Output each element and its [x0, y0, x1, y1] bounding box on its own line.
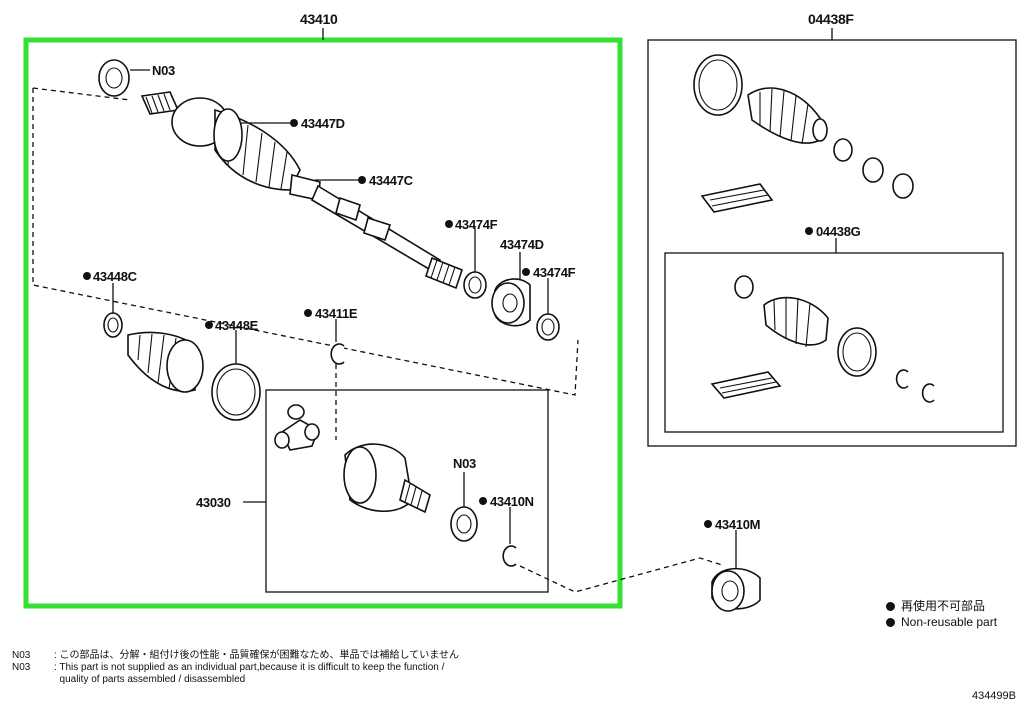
clamp-43448e[interactable] — [211, 363, 261, 421]
ring-43474f-a[interactable] — [463, 271, 487, 299]
ring-43474f-b[interactable] — [536, 313, 560, 341]
snap-ring-43411e[interactable] — [330, 343, 345, 365]
label-43474d[interactable]: 43474D — [500, 237, 544, 252]
seal-n03-top[interactable] — [98, 59, 130, 97]
kit-g-snap-ring-a[interactable] — [895, 369, 909, 389]
damper-43474d[interactable] — [491, 278, 531, 327]
inner-cv-housing[interactable] — [343, 443, 431, 514]
kit-f-clamp-small[interactable] — [833, 138, 853, 162]
tripod[interactable] — [274, 404, 320, 451]
legend: 再使用不可部品 Non-reusable part — [886, 598, 997, 630]
label-43030[interactable]: 43030 — [196, 495, 231, 510]
kit-g-grease-pack[interactable] — [710, 371, 782, 399]
legend-item-jp: 再使用不可部品 — [886, 598, 997, 614]
label-43474f-b[interactable]: 43474F — [533, 265, 576, 280]
label-43447c[interactable]: 43447C — [369, 173, 414, 188]
dashed-envelope — [32, 88, 579, 396]
kit-g-clamp-large[interactable] — [837, 327, 877, 377]
bearing-43410m[interactable] — [711, 567, 761, 612]
label-04438g[interactable]: 04438G — [816, 224, 861, 239]
kit-f-grease-pack[interactable] — [700, 183, 774, 213]
dashed-envelope-top — [32, 87, 131, 101]
boot-inner[interactable] — [127, 331, 204, 393]
kit-g-clamp-small[interactable] — [734, 275, 754, 299]
label-43410m[interactable]: 43410M — [715, 517, 760, 532]
label-04438f[interactable]: 04438F — [808, 11, 855, 27]
footnote-row: N03: This part is not supplied as an ind… — [12, 662, 445, 673]
footnote-row: quality of parts assembled / disassemble… — [54, 674, 246, 685]
label-n03-inner[interactable]: N03 — [453, 456, 476, 471]
label-43410n[interactable]: 43410N — [490, 494, 534, 509]
kit-f-ring-a[interactable] — [862, 157, 884, 183]
legend-item-en: Non-reusable part — [886, 614, 997, 630]
document-id: 434499B — [971, 690, 1016, 702]
label-43448c[interactable]: 43448C — [93, 269, 138, 284]
label-43447d[interactable]: 43447D — [301, 116, 345, 131]
inner-joint-box — [265, 389, 549, 593]
kit-g-snap-ring-b[interactable] — [921, 383, 935, 403]
clamp-43448c[interactable] — [103, 312, 123, 338]
kit-f-boot[interactable] — [747, 87, 828, 145]
footnotes: N03: この部品は、分解・組付け後の性能・品質確保が困難なため、単品では補給し… — [12, 650, 459, 686]
label-43474f-a[interactable]: 43474F — [455, 217, 498, 232]
seal-n03-inner[interactable] — [450, 506, 478, 542]
bullet-icon — [886, 602, 895, 611]
label-43448e[interactable]: 43448E — [215, 318, 259, 333]
kit-g-boot[interactable] — [763, 296, 829, 348]
dashed-43410m — [519, 557, 723, 593]
kit-f-ring-b[interactable] — [892, 173, 914, 199]
label-43411e[interactable]: 43411E — [315, 306, 358, 321]
bullet-icon — [886, 618, 895, 627]
kit-04438g-box[interactable] — [664, 252, 1004, 433]
snap-ring-43410n[interactable] — [502, 545, 517, 567]
label-43410[interactable]: 43410 — [300, 11, 338, 27]
label-n03-top[interactable]: N03 — [152, 63, 175, 78]
kit-f-clamp-large[interactable] — [693, 54, 743, 116]
footnote-row: N03: この部品は、分解・組付け後の性能・品質確保が困難なため、単品では補給し… — [12, 650, 459, 661]
